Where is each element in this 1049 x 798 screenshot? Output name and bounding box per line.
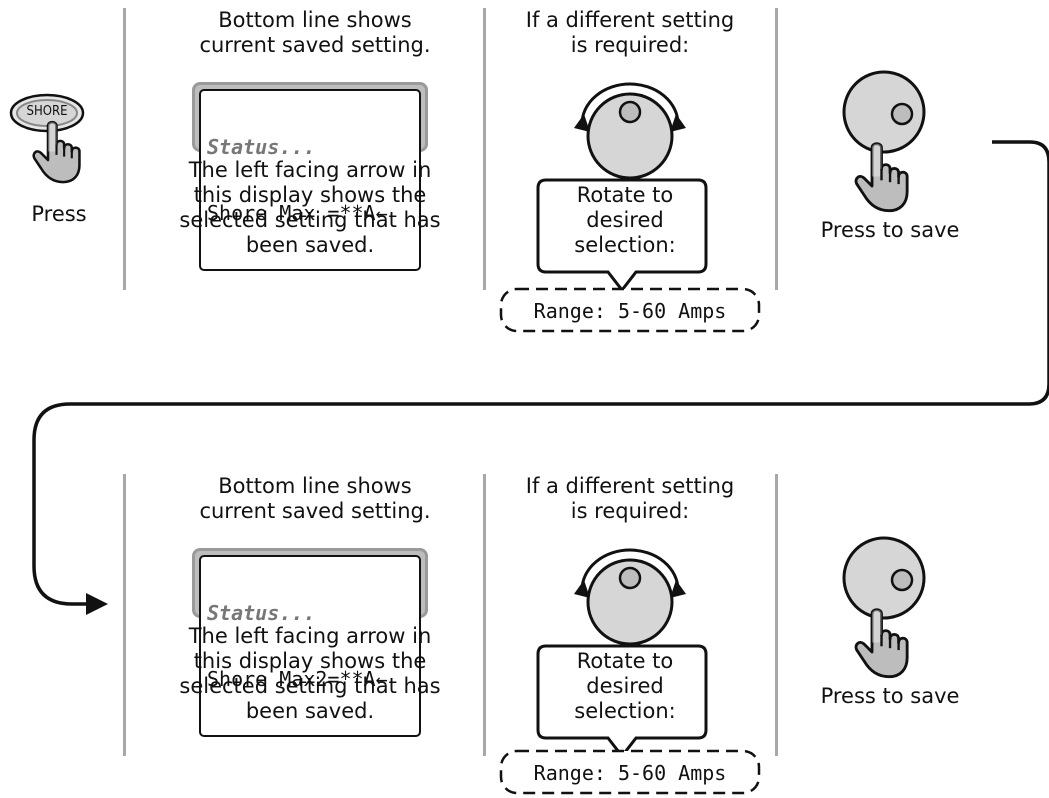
shore-button[interactable]: SHORE bbox=[8, 92, 86, 134]
save-caption: Press to save bbox=[820, 218, 960, 242]
arrow-note: The left facing arrow in this display sh… bbox=[179, 624, 441, 723]
press-caption: Press bbox=[31, 202, 87, 226]
divider bbox=[123, 8, 126, 290]
save-knob-icon bbox=[842, 536, 926, 679]
knob-title: If a different setting is required: bbox=[525, 474, 735, 523]
lcd-display: Status... Shore Max2=**A← bbox=[192, 548, 428, 737]
range-box bbox=[499, 287, 761, 333]
lcd-line-2: Shore Max2=**A← bbox=[207, 667, 388, 691]
shore-button-shape bbox=[9, 93, 85, 133]
lcd-line-1: Status... bbox=[207, 601, 316, 625]
knob-title: If a different setting is required: bbox=[525, 8, 735, 57]
rotary-knob-icon bbox=[574, 548, 686, 646]
rotate-callout bbox=[536, 178, 708, 293]
divider bbox=[123, 474, 126, 756]
divider bbox=[483, 8, 486, 290]
rotate-callout bbox=[536, 644, 708, 759]
rotary-knob-icon bbox=[574, 82, 686, 180]
status-title: Bottom line shows current saved setting. bbox=[199, 474, 431, 523]
range-label: Range: 5-60 Amps bbox=[533, 761, 727, 785]
save-knob-icon bbox=[842, 70, 926, 213]
rotate-label: Rotate to desired selection: bbox=[574, 649, 676, 723]
lcd-display: Status... Shore Max =**A← bbox=[192, 82, 428, 271]
save-caption: Press to save bbox=[820, 684, 960, 708]
divider bbox=[775, 8, 778, 290]
lcd-line-1: Status... bbox=[207, 135, 316, 159]
divider bbox=[775, 474, 778, 756]
lcd-line-2: Shore Max =**A← bbox=[207, 201, 388, 225]
divider bbox=[483, 474, 486, 756]
arrow-note: The left facing arrow in this display sh… bbox=[179, 158, 441, 257]
rotate-label: Rotate to desired selection: bbox=[574, 183, 676, 257]
shore-button-label: SHORE bbox=[26, 104, 68, 119]
range-label: Range: 5-60 Amps bbox=[533, 299, 727, 323]
range-box bbox=[499, 749, 761, 795]
status-title: Bottom line shows current saved setting. bbox=[199, 8, 431, 57]
